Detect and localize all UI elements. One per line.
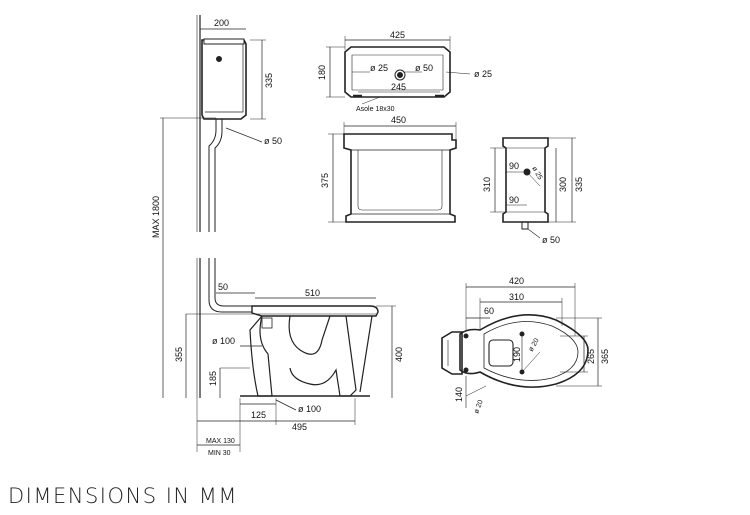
dim-cistern-front-width: 450 xyxy=(391,115,406,125)
pan-side-shape xyxy=(240,305,379,397)
pan-top-view xyxy=(441,283,602,408)
dimensions-caption: DIMENSIONS IN MM xyxy=(8,484,239,508)
note-slot: Asole 18x30 xyxy=(356,106,395,113)
dim-side-height-total: 335 xyxy=(574,177,584,192)
dim-max-height: MAX 1800 xyxy=(151,196,161,238)
dim-hole-spacing: 245 xyxy=(391,82,406,92)
dim-pan-width-inner: 265 xyxy=(586,349,596,364)
dim-pan-width-outer: 365 xyxy=(600,349,610,364)
dim-outlet-height: 185 xyxy=(208,371,218,386)
dim-cistern-height: 335 xyxy=(264,73,274,88)
dim-inlet-diameter: ø 100 xyxy=(212,336,235,346)
dim-cistern-width: 200 xyxy=(214,18,229,28)
dim-pan-back-offset: 140 xyxy=(454,387,464,402)
dim-floor-to-outlet: 495 xyxy=(292,422,307,432)
dim-cistern-top-depth: 180 xyxy=(317,65,327,80)
dim-hole-right: ø 25 xyxy=(474,69,492,79)
dim-hole-left: ø 25 xyxy=(370,63,388,73)
dim-side-fixing-diameter: ø 25 xyxy=(530,166,543,182)
cistern-top-view xyxy=(326,36,471,105)
dim-side-height-inner: 310 xyxy=(482,177,492,192)
dim-pan-length: 510 xyxy=(305,288,320,298)
dim-side-outlet-diameter: ø 50 xyxy=(542,235,560,245)
cistern-front-view xyxy=(328,122,457,223)
cistern-side-shape xyxy=(201,38,247,120)
dim-pan-inner-length: 310 xyxy=(509,292,524,302)
dim-side-height-mid: 300 xyxy=(558,177,568,192)
dim-pan-back-fixing-diameter: ø 20 xyxy=(473,399,484,415)
dim-pan-offset: 50 xyxy=(218,282,228,292)
cistern-side-view xyxy=(490,137,576,239)
flush-pipe xyxy=(208,119,260,313)
dim-hole-centre: ø 50 xyxy=(415,63,433,73)
side-elevation xyxy=(160,15,396,452)
dim-total-height: 355 xyxy=(174,347,184,362)
dim-base-width: 125 xyxy=(251,410,266,420)
dim-flush-pipe-diameter: ø 50 xyxy=(264,136,282,146)
dim-side-depth-upper: 90 xyxy=(509,161,519,171)
dim-rim-height: 400 xyxy=(394,347,404,362)
dim-side-depth-lower: 90 xyxy=(509,195,519,205)
dim-max-wall-gap: MAX 130 xyxy=(206,438,235,445)
dim-pan-fixing-diameter: ø 20 xyxy=(528,337,541,353)
dim-cistern-top-width: 425 xyxy=(390,30,405,40)
dim-pan-rim-offset: 60 xyxy=(484,306,494,316)
dim-outlet-diameter: ø 100 xyxy=(298,404,321,414)
dim-min-wall-gap: MIN 30 xyxy=(208,450,231,457)
dim-pan-fixing-spacing: 190 xyxy=(512,347,522,362)
dim-pan-overall-length: 420 xyxy=(509,276,524,286)
dim-cistern-front-height: 375 xyxy=(320,173,330,188)
